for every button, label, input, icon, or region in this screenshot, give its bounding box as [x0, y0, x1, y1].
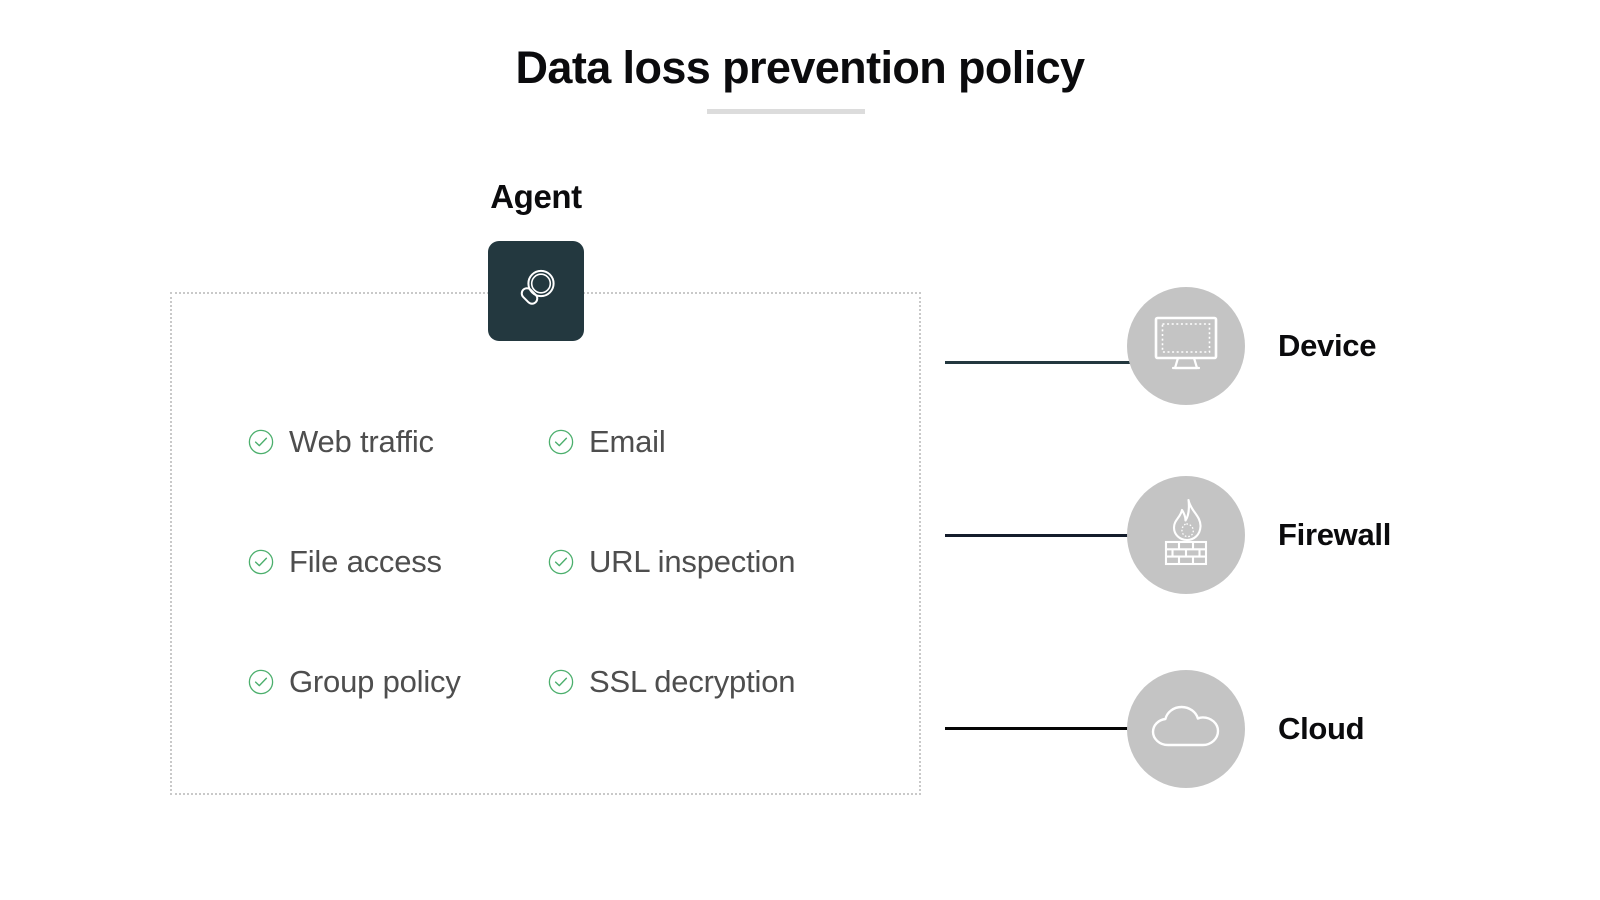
- check-circle-icon: [548, 549, 574, 575]
- check-circle-icon: [248, 549, 274, 575]
- capability-label: Web traffic: [289, 424, 434, 459]
- capability-item-ssl-decryption[interactable]: SSL decryption: [548, 660, 848, 780]
- node-icon-circle: [1127, 476, 1245, 594]
- capability-item-group-policy[interactable]: Group policy: [248, 660, 548, 780]
- capability-label: URL inspection: [589, 544, 796, 579]
- node-label: Cloud: [1278, 711, 1365, 746]
- capability-item-url-inspection[interactable]: URL inspection: [548, 540, 848, 660]
- magnifier-icon: [510, 263, 562, 320]
- node-firewall[interactable]: Firewall: [1127, 476, 1547, 594]
- capability-label: Group policy: [289, 664, 461, 699]
- agent-group-label: Agent: [490, 178, 582, 215]
- connector-line-firewall: [945, 534, 1135, 537]
- capability-grid: Web traffic Email: [248, 420, 848, 780]
- capability-label: File access: [289, 544, 442, 579]
- cloud-icon: [1146, 701, 1226, 758]
- capability-label: Email: [589, 424, 666, 459]
- capability-item-web-traffic[interactable]: Web traffic: [248, 420, 548, 540]
- title-underline-rule: [707, 109, 865, 114]
- node-label: Device: [1278, 328, 1377, 363]
- firewall-icon: [1155, 497, 1217, 574]
- check-circle-icon: [548, 669, 574, 695]
- capability-item-file-access[interactable]: File access: [248, 540, 548, 660]
- capability-label: SSL decryption: [589, 664, 796, 699]
- capability-row: Group policy SSL decryption: [248, 660, 848, 780]
- node-label: Firewall: [1278, 517, 1392, 552]
- check-circle-icon: [248, 429, 274, 455]
- page-title: Data loss prevention policy: [515, 42, 1086, 93]
- node-icon-circle: [1127, 287, 1245, 405]
- capability-row: File access URL inspection: [248, 540, 848, 660]
- agent-badge[interactable]: [488, 241, 584, 341]
- connector-line-device: [945, 361, 1135, 364]
- node-cloud[interactable]: Cloud: [1127, 670, 1547, 788]
- check-circle-icon: [548, 429, 574, 455]
- check-circle-icon: [248, 669, 274, 695]
- capability-row: Web traffic Email: [248, 420, 848, 540]
- capability-item-email[interactable]: Email: [548, 420, 848, 540]
- connector-line-cloud: [945, 727, 1135, 730]
- monitor-icon: [1151, 313, 1221, 380]
- node-device[interactable]: Device: [1127, 287, 1547, 405]
- node-icon-circle: [1127, 670, 1245, 788]
